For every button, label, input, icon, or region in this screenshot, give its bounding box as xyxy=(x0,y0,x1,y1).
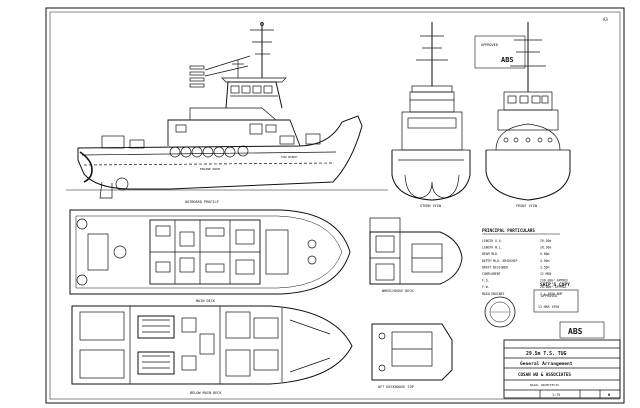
aft-bitts xyxy=(129,139,145,149)
drawing-scale: 1:75 xyxy=(552,393,560,397)
drawing-subtitle: General Arrangement xyxy=(520,361,573,367)
firm-subtitle: NAVAL ARCHITECTS xyxy=(530,383,559,387)
stern-hull xyxy=(391,150,471,201)
fwd-store xyxy=(265,229,289,275)
outboard-profile-title: OUTBOARD PROFILE xyxy=(185,200,219,204)
windlass-drum xyxy=(307,239,317,249)
windlass-drum xyxy=(307,255,317,265)
abs-title-logo: ABS xyxy=(568,327,583,336)
front-deckhouse xyxy=(497,109,559,131)
principal-particulars: PRINCIPAL PARTICULARS LENGTH O.A.29.50mL… xyxy=(482,228,570,296)
particular-value: 29.50m xyxy=(540,239,551,243)
particular-value: 3.50m xyxy=(540,265,549,269)
porthole-window xyxy=(265,124,277,133)
particular-label: COMPLEMENT xyxy=(482,272,501,276)
particular-value: 20.00m³ APPROX. xyxy=(540,285,568,289)
sheet-number: A3 xyxy=(603,17,608,22)
tow-winch-label: TOW WINCH xyxy=(281,155,297,159)
mast-callouts xyxy=(189,55,251,88)
main-deck-title: MAIN DECK xyxy=(196,299,216,303)
stern-wheelhouse xyxy=(409,91,455,113)
particular-label: DEPTH MLD. AMIDSHIP xyxy=(482,259,518,263)
particular-label: LENGTH O.A. xyxy=(482,239,503,243)
anchor-windlass xyxy=(305,133,321,145)
particulars-heading: PRINCIPAL PARTICULARS xyxy=(482,228,535,233)
particular-value: 9.80m xyxy=(540,252,549,256)
approved-stamp-text: APPROVED xyxy=(541,294,557,298)
particular-label: MAIN ENGINES xyxy=(482,292,504,296)
firm-name: COSAN WU & ASSOCIATES xyxy=(518,372,571,377)
particular-label: DRAFT DESIGNED xyxy=(482,265,508,269)
particular-label: BEAM MLD. xyxy=(482,252,499,256)
wheelhouse-deck-title: WHEELHOUSE DECK xyxy=(382,289,415,293)
particular-label: F.W. xyxy=(482,285,490,289)
below-deck-outline xyxy=(71,305,353,385)
port-main-engine xyxy=(137,315,175,339)
below-main-deck-plan: BELOW MAIN DECK xyxy=(71,305,353,395)
propeller-nozzle xyxy=(115,177,129,191)
main-deck-plan: MAIN DECK xyxy=(69,209,351,303)
stern-view: STERN VIEW xyxy=(391,22,471,208)
particular-label: LENGTH W.L. xyxy=(482,246,503,250)
abs-title-box: ABS xyxy=(559,321,605,339)
particular-label: F.O. xyxy=(482,279,490,283)
upper-deckhouse xyxy=(189,107,277,121)
stern-view-title: STERN VIEW xyxy=(420,204,442,208)
approved-date: 13 MAR 1998 xyxy=(538,305,559,309)
main-deck-line xyxy=(81,151,337,156)
particular-value: 230.00m³ APPROX. xyxy=(540,279,570,283)
stbd-main-engine xyxy=(137,351,175,375)
porthole-window xyxy=(175,124,187,133)
approved-text: APPROVED xyxy=(481,43,498,47)
stbd-skeg xyxy=(431,174,460,199)
main-deck-outline xyxy=(69,209,351,295)
aft-deckhouse-top-title: AFT DECKHOUSE TOP xyxy=(378,385,414,389)
main-deckhouse xyxy=(167,119,301,147)
wheelhouse-deck-outline xyxy=(369,231,463,285)
abs-round-seal xyxy=(484,296,516,328)
outer-border xyxy=(45,7,625,404)
outboard-profile-view: TOW WINCH ENGINE ROOM OUTBOARD PROFILE xyxy=(66,22,388,204)
front-hull xyxy=(485,150,571,201)
bow-fender xyxy=(495,123,561,151)
title-block: 29.5m T.S. TUG General Arrangement COSAN… xyxy=(503,339,621,399)
revision-letter: B xyxy=(608,393,611,397)
aft-deck-winch xyxy=(87,233,109,271)
hull-outline xyxy=(77,115,363,190)
front-view: FRONT VIEW xyxy=(485,22,571,208)
aft-deckhouse-top-outline xyxy=(371,323,453,381)
tank-top-line xyxy=(83,162,333,166)
abs-logo-text: ABS xyxy=(501,56,514,64)
aft-deckhouse-top-plan: AFT DECKHOUSE TOP xyxy=(371,323,453,389)
engine-room-label: ENGINE ROOM xyxy=(200,167,220,171)
particular-value: 28.30m xyxy=(540,246,551,250)
particular-value: 2 x 1850 BHP xyxy=(540,292,562,296)
aft-winch xyxy=(101,135,125,149)
fenders xyxy=(79,145,249,183)
upper-deck-fwd xyxy=(369,217,401,233)
particular-value: 4.50m xyxy=(540,259,549,263)
inner-border xyxy=(49,11,621,400)
below-main-deck-title: BELOW MAIN DECK xyxy=(190,391,223,395)
wheelhouse-deck-plan: WHEELHOUSE DECK xyxy=(369,217,463,293)
drawing-title: 29.5m T.S. TUG xyxy=(526,351,567,357)
port-skeg xyxy=(404,174,433,199)
tow-winch xyxy=(279,135,295,145)
abs-stamp: APPROVED ABS xyxy=(474,35,526,69)
rudder xyxy=(99,181,113,199)
particular-value: 12 MEN xyxy=(540,272,551,276)
towing-hook xyxy=(113,245,127,259)
front-view-title: FRONT VIEW xyxy=(516,204,538,208)
approval-stamp: APPROVED 13 MAR 1998 xyxy=(533,289,579,313)
ships-copy-text: SHIP'S COPY xyxy=(540,282,570,288)
